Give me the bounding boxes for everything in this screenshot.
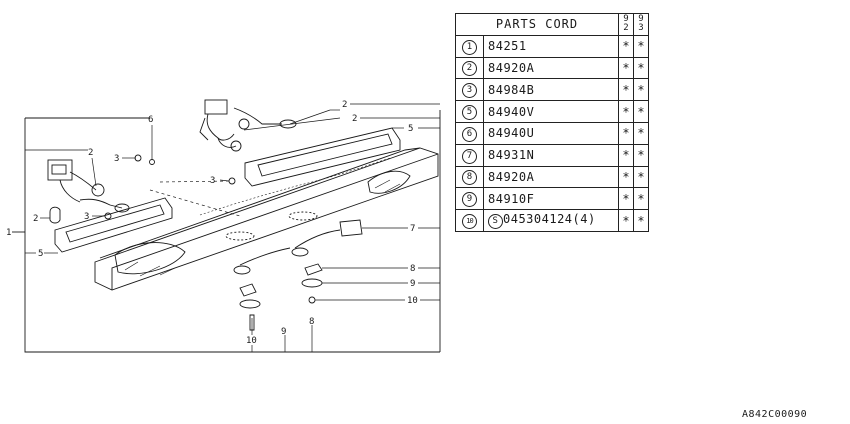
mark-93: * [633, 187, 649, 211]
table-row: 5 84940V * * [455, 100, 649, 123]
part-code-text: 045304124(4) [503, 212, 596, 227]
callout-9-bottom: 9 [281, 327, 286, 337]
row-number: 3 [455, 78, 484, 102]
mark-92: * [618, 209, 634, 232]
circled-number: 10 [462, 214, 477, 230]
header-parts-cord: PARTS CORD [455, 13, 619, 36]
assembly-bracket [12, 110, 441, 353]
mark-93: * [633, 56, 649, 80]
part-code: 84931N [483, 143, 619, 167]
mark-93: * [633, 165, 649, 189]
mark-92: * [618, 34, 634, 58]
license-lamp-left [233, 247, 291, 331]
row-number: 10 [455, 209, 484, 232]
mark-92: * [618, 187, 634, 211]
year-92-digit-1: 9 [623, 14, 629, 25]
license-lamp-right [291, 219, 363, 304]
part-code: 84940U [483, 121, 619, 145]
mark-92: * [618, 78, 634, 102]
callout-7: 7 [410, 224, 415, 234]
table-row: 2 84920A * * [455, 56, 649, 80]
mark-92: * [618, 121, 634, 145]
lens-panel-left [54, 197, 173, 253]
mark-93: * [633, 34, 649, 58]
part-code: 84920A [483, 165, 619, 189]
row-number: 8 [455, 165, 484, 189]
parts-table-header: PARTS CORD 9 2 9 3 [455, 13, 649, 36]
callout-8-bottom: 8 [309, 317, 314, 327]
mark-93: * [633, 78, 649, 102]
circled-number: 7 [462, 148, 477, 164]
leader-lines [25, 103, 440, 352]
mark-92: * [618, 143, 634, 167]
circled-number: 1 [462, 39, 477, 55]
mark-93: * [633, 121, 649, 145]
circled-s-prefix: S [488, 214, 503, 230]
callout-10-bottom: 10 [246, 336, 257, 346]
callout-3-mid: 3 [210, 176, 215, 186]
header-year-92: 9 2 [618, 13, 634, 36]
table-row: 3 84984B * * [455, 78, 649, 102]
callout-2-left-a: 2 [88, 148, 93, 158]
table-row: 1 84251 * * [455, 34, 649, 58]
circled-number: 8 [462, 170, 477, 186]
callout-2-left-b: 2 [33, 214, 38, 224]
header-year-93: 9 3 [633, 13, 649, 36]
callout-labels: 1 2 2 5 6 2 3 3 2 3 5 7 8 9 10 8 9 10 [6, 100, 418, 346]
circled-number: 6 [462, 126, 477, 142]
callout-6: 6 [148, 115, 153, 125]
lamp-housing [94, 147, 439, 291]
callout-9-right: 9 [410, 279, 415, 289]
circled-number: 9 [462, 192, 477, 208]
callout-5-left: 5 [38, 249, 43, 259]
socket-harness-left [47, 159, 130, 224]
part-code: 84910F [483, 187, 619, 211]
row-number: 2 [455, 56, 484, 80]
circled-number: 5 [462, 105, 477, 121]
mark-93: * [633, 100, 649, 123]
table-row: 7 84931N * * [455, 143, 649, 167]
callout-8-right: 8 [410, 264, 415, 274]
socket-harness-top [199, 99, 297, 152]
callout-1: 1 [6, 228, 11, 238]
row-number: 6 [455, 121, 484, 145]
table-row: 8 84920A * * [455, 165, 649, 189]
row-number: 1 [455, 34, 484, 58]
mark-93: * [633, 209, 649, 232]
row-number: 5 [455, 100, 484, 123]
lens-panel-right [244, 127, 401, 187]
table-row: 6 84940U * * [455, 121, 649, 145]
parts-table: PARTS CORD 9 2 9 3 1 84251 * * 2 84920A … [455, 13, 649, 232]
callout-5-right: 5 [408, 124, 413, 134]
part-code: 84920A [483, 56, 619, 80]
mark-92: * [618, 100, 634, 123]
callout-3-left-b: 3 [84, 212, 89, 222]
part-code: 84251 [483, 34, 619, 58]
part-code: 84984B [483, 78, 619, 102]
year-92-digit-2: 2 [623, 23, 629, 34]
circled-number: 2 [462, 61, 477, 77]
circled-number: 3 [462, 83, 477, 99]
mark-93: * [633, 143, 649, 167]
table-row: 9 84910F * * [455, 187, 649, 211]
callout-10-right: 10 [407, 296, 418, 306]
callout-3-left: 3 [114, 154, 119, 164]
mark-92: * [618, 56, 634, 80]
callout-2-top-a: 2 [342, 100, 347, 110]
row-number: 7 [455, 143, 484, 167]
row-number: 9 [455, 187, 484, 211]
year-93-digit-2: 3 [638, 23, 644, 34]
diagram-id: A842C00090 [742, 409, 808, 420]
callout-2-top-b: 2 [352, 114, 357, 124]
mark-92: * [618, 165, 634, 189]
year-93-digit-1: 9 [638, 14, 644, 25]
part-code: 84940V [483, 100, 619, 123]
